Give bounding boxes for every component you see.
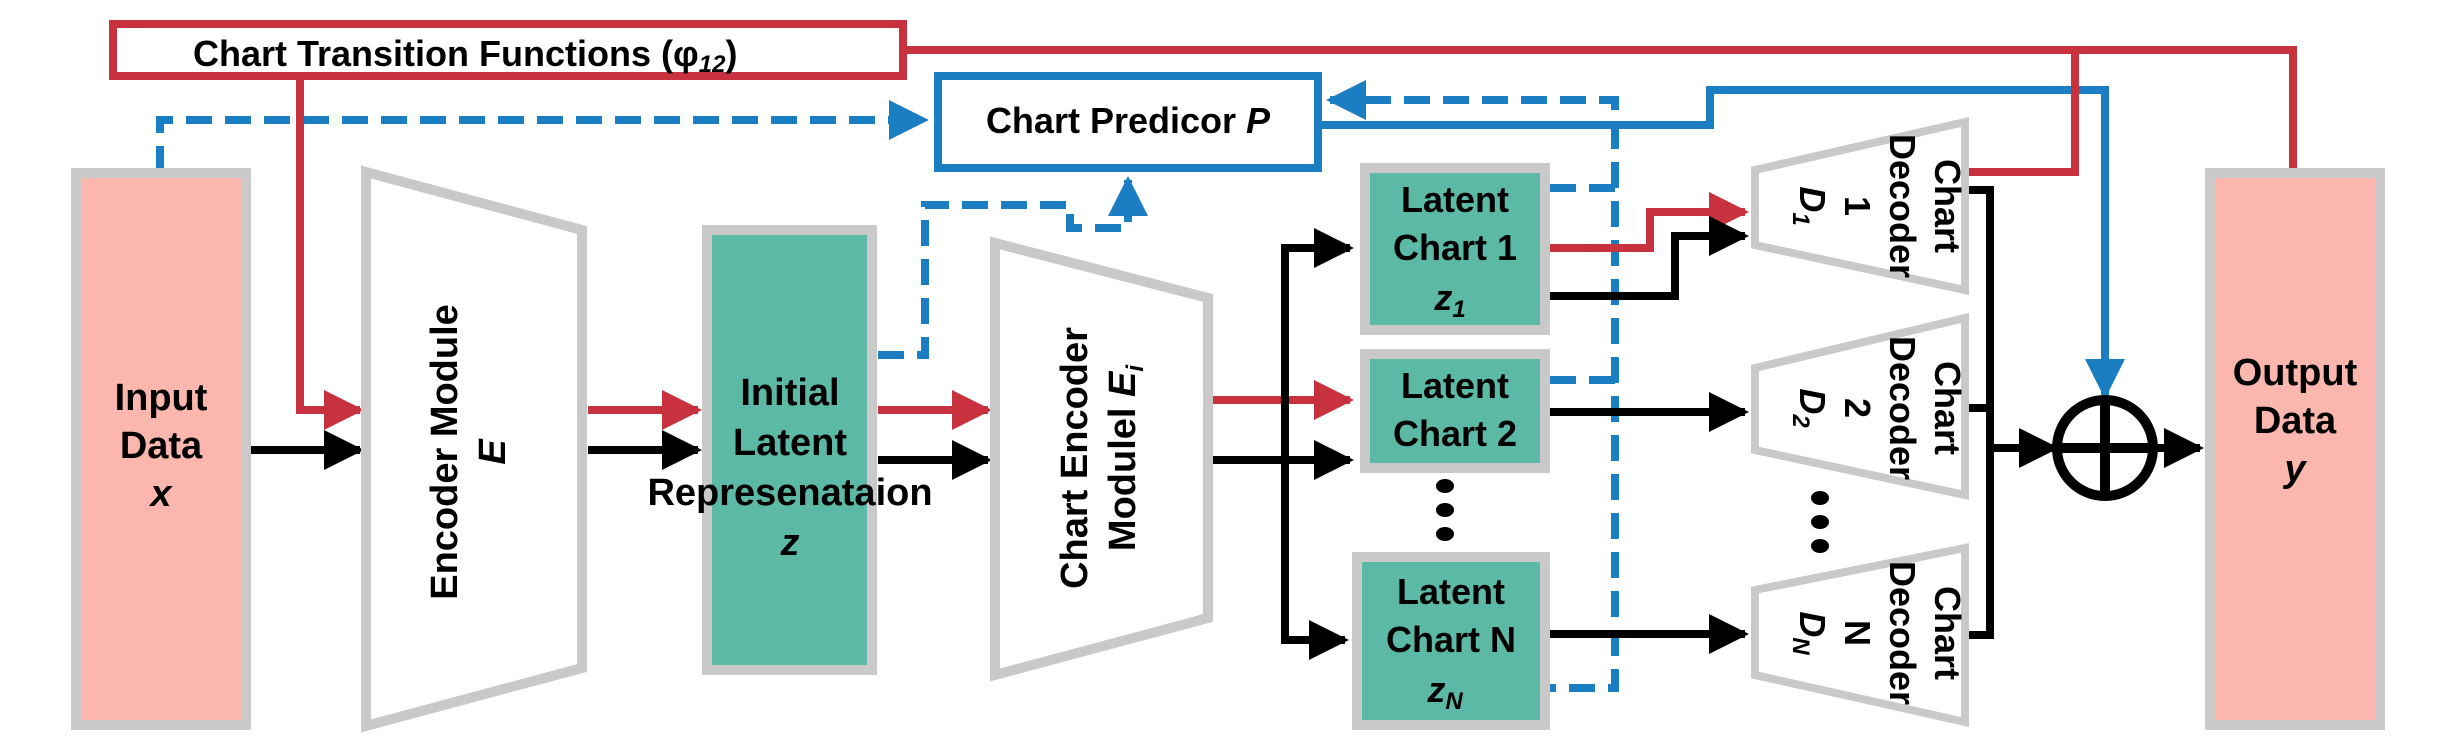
- latent-chart-2-node: Latent Chart 2: [1360, 349, 1550, 473]
- chart-decoder-1-line3: 1: [1837, 196, 1878, 216]
- chart-decoder-2-line1: Chart: [1927, 361, 1968, 455]
- chart-decoder-2-trapezoid: [1751, 312, 1969, 500]
- chart-decoder-2-var: D: [1792, 388, 1833, 414]
- latent-chart-n-sub: N: [1445, 688, 1463, 715]
- latent-charts-to-predictor-dashed-arrow: [1550, 184, 1619, 692]
- chart1-to-decoder1-red-arrow: [1550, 192, 1749, 252]
- chart-decoder-1-trapezoid: [1751, 116, 1969, 295]
- chart-decoder-1-node: Chart Decoder 1 D1: [1751, 116, 1969, 295]
- transition-to-output-red-line: [905, 46, 2297, 168]
- latent-chart-1-line1: Latent: [1401, 179, 1509, 220]
- chart-decoder-2-var-text: D2: [1787, 388, 1833, 428]
- chart-decoder-n-var: D: [1792, 611, 1833, 637]
- input-data-box: [71, 168, 251, 730]
- chart-decoder-n-line1: Chart: [1927, 586, 1968, 680]
- bus-to-predictor-dashed-arrow: [1326, 80, 1619, 188]
- predictor-to-combiner-arrow: [1318, 86, 2125, 399]
- output-data-line2: Data: [2254, 400, 2337, 442]
- latent-chart-1-sub: 1: [1452, 296, 1465, 323]
- latent-chart-1-line2: Chart 1: [1393, 227, 1517, 268]
- latent-chart-1-node: Latent Chart 1 z1: [1360, 163, 1550, 335]
- latent-chart-1-var-text: z1: [1433, 277, 1465, 323]
- encoder-module-trapezoid: [361, 165, 587, 733]
- transition-functions-label: Chart Transition Functions (: [193, 33, 673, 74]
- latent-chart-n-line1: Latent: [1397, 571, 1505, 612]
- output-data-box: [2205, 168, 2385, 730]
- chart-decoder-1-line1: Chart: [1927, 159, 1968, 253]
- decoder-outputs-bracket: [1968, 186, 1994, 639]
- encoder-module-var: E: [472, 438, 514, 465]
- output-data-var: y: [2282, 448, 2307, 490]
- transition-functions-phi: φ: [673, 33, 699, 74]
- encoder-module-node: Encoder Module E: [361, 165, 587, 733]
- chart-decoder-n-sub: N: [1787, 637, 1814, 655]
- input-data-line1: Input: [115, 377, 208, 419]
- initial-latent-line1: Initial: [740, 372, 839, 414]
- circled-plus-icon: [2052, 395, 2158, 501]
- input-data-node: Input Data x: [71, 168, 251, 730]
- latent-charts-ellipsis: [1436, 479, 1454, 541]
- chart-encoder-var-sub: i: [1122, 364, 1149, 372]
- input-data-var: x: [148, 473, 173, 515]
- transition-functions-text: Chart Transition Functions (φ12): [193, 33, 737, 78]
- initial-latent-line3: Represenataion: [647, 472, 932, 514]
- input-data-line2: Data: [120, 425, 203, 467]
- chart-encoder-trapezoid: [990, 236, 1213, 682]
- latent-chart-1-var: z: [1433, 277, 1452, 318]
- chart-decoder-n-line3: N: [1837, 620, 1878, 646]
- chart-decoder-2-sub: 2: [1787, 413, 1814, 428]
- chart-encoder-line1: Chart Encoder: [1054, 327, 1096, 589]
- chart-predictor-box: [934, 72, 1322, 172]
- chart-predictor-text: Chart Predicor P: [986, 100, 1271, 141]
- latent-to-predictor-dashed-arrow: [878, 176, 1148, 359]
- chart-encoder-line2-group: Modulel Ei: [1102, 364, 1149, 551]
- latent-chart-n-var-text: zN: [1426, 669, 1463, 715]
- chart1-to-decoder1-arrow: [1550, 216, 1749, 300]
- transition-functions-close: ): [725, 33, 737, 74]
- decoder1-to-transition-red-line: [1965, 50, 2079, 176]
- output-data-node: Output Data y: [2205, 168, 2385, 730]
- transition-functions-box: [109, 20, 907, 80]
- chart-encoder-line2: Modulel: [1102, 408, 1144, 552]
- chart-encoder-var: E: [1102, 370, 1144, 397]
- chart-decoder-n-line2: Decoder: [1882, 561, 1923, 705]
- chart-decoder-2-node: Chart Decoder 2 D2: [1751, 312, 1969, 500]
- chart-decoder-1-var-text: D1: [1787, 186, 1833, 225]
- latent-chart-2-line1: Latent: [1401, 365, 1509, 406]
- transition-to-encoder-red-arrow: [296, 80, 364, 430]
- chart-predictor-var: P: [1246, 100, 1271, 141]
- initial-latent-line2: Latent: [733, 422, 847, 464]
- latent-chart-n-var: z: [1426, 669, 1445, 710]
- latent-chart-2-line2: Chart 2: [1393, 413, 1517, 454]
- chart-decoder-1-var: D: [1792, 186, 1833, 212]
- chart-decoder-n-var-text: DN: [1787, 611, 1833, 655]
- input-to-predictor-dashed-arrow: [156, 100, 929, 172]
- chart-decoder-n-trapezoid: [1751, 543, 1969, 727]
- latent-chart-n-line2: Chart N: [1386, 619, 1516, 660]
- chart-decoder-n-node: Chart Decoder N DN: [1751, 543, 1969, 727]
- initial-latent-node: Initial Latent Represenataion z: [647, 225, 933, 675]
- initial-latent-var: z: [780, 522, 800, 564]
- chart-decoder-1-sub: 1: [1787, 212, 1814, 225]
- chart-decoder-2-line3: 2: [1837, 398, 1878, 418]
- latent-chart-n-box: [1352, 552, 1550, 730]
- latent-chart-n-node: Latent Chart N zN: [1352, 552, 1550, 730]
- initial-latent-box: [702, 225, 877, 675]
- chart-encoder-to-chart1-arrow: [1281, 228, 1354, 460]
- chart-encoder-node: Chart Encoder Modulel Ei: [990, 236, 1213, 682]
- chart-decoder-2-line2: Decoder: [1882, 336, 1923, 480]
- output-data-line1: Output: [2233, 352, 2358, 394]
- latent-chart-2-box: [1360, 349, 1550, 473]
- decoders-ellipsis: [1811, 491, 1829, 553]
- latent-chart-1-box: [1360, 163, 1550, 335]
- chart-predictor-node: Chart Predicor P: [934, 72, 1322, 172]
- chart-encoder-to-chartN-arrow: [1281, 460, 1349, 660]
- chart-decoder-1-line2: Decoder: [1882, 134, 1923, 278]
- transition-functions-node: Chart Transition Functions (φ12): [109, 20, 907, 80]
- encoder-module-label: Encoder Module: [424, 304, 466, 600]
- transition-functions-phi-sub: 12: [699, 51, 726, 78]
- chart-predictor-label: Chart Predicor: [986, 100, 1236, 141]
